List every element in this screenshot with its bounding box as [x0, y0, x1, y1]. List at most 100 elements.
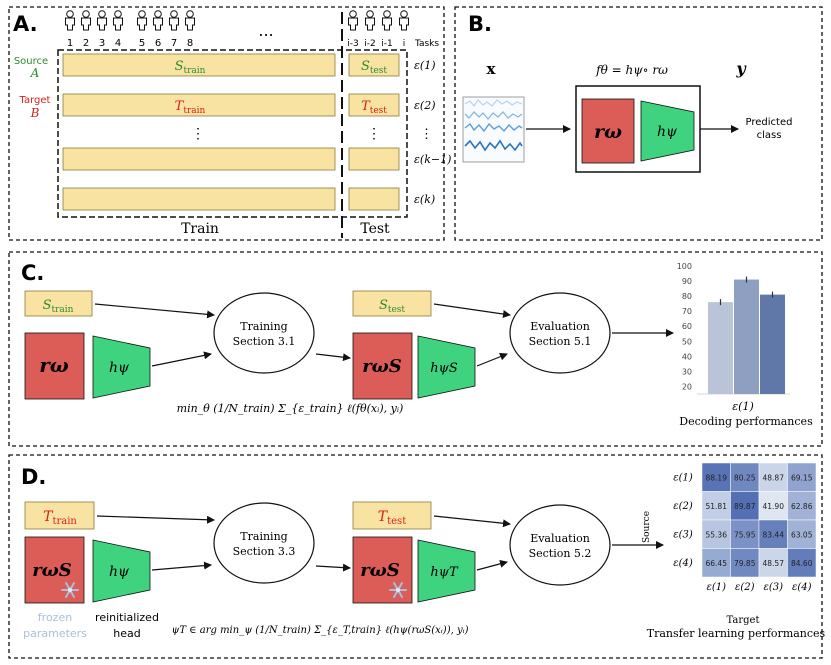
head-label: hψS — [430, 361, 458, 376]
heatmap-value: 89.87 — [734, 502, 756, 511]
heatmap-value: 48.57 — [763, 559, 785, 568]
arrow — [476, 559, 508, 571]
s-train-box — [24, 290, 93, 317]
test-bar-1 — [348, 53, 400, 77]
heatmap-row-label: ε(3) — [673, 529, 693, 540]
person-icon — [137, 10, 147, 31]
arrow — [476, 352, 508, 367]
s-train-label: Strain — [175, 59, 206, 76]
heatmap-row-label: ε(2) — [673, 501, 693, 512]
train-bar-k-1 — [62, 147, 336, 171]
source-letter: A — [30, 66, 40, 80]
y-tick-label: 20 — [682, 382, 692, 391]
encoder-label: rωS — [362, 356, 402, 377]
head-block — [92, 539, 151, 603]
train-bar-1 — [62, 53, 336, 77]
heatmap-cell — [701, 462, 731, 492]
heatmap-col-label: ε(4) — [792, 582, 812, 593]
person-icon — [169, 10, 179, 31]
transfer-objective: ψT ∈ arg min_ψ (1/N_train) Σ_{ε_T,train}… — [171, 625, 468, 636]
person-icon — [185, 10, 195, 31]
head-label: hψ — [109, 564, 130, 580]
row-label: ε(k−1) — [414, 153, 451, 166]
panel-a-label: A. — [13, 12, 38, 36]
heatmap-value: 75.95 — [734, 530, 756, 539]
train-caption: Train — [181, 221, 219, 237]
heatmap-col-label: ε(3) — [763, 582, 783, 593]
heatmap-value: 79.85 — [734, 559, 756, 568]
person-icon — [65, 10, 75, 31]
head-block — [417, 335, 476, 399]
heatmap-value: 51.81 — [706, 502, 728, 511]
head-label: hψT — [430, 565, 459, 580]
subject-number: i — [403, 39, 406, 49]
subject-number: i-3 — [347, 39, 358, 49]
person-icon — [382, 10, 392, 31]
panel-d-frame — [8, 454, 823, 659]
heatmap-cell — [758, 548, 788, 578]
y-tick-label: 40 — [682, 352, 692, 361]
person-icon — [153, 10, 163, 31]
evaluation-node — [509, 504, 611, 586]
person-icon — [81, 10, 91, 31]
t-test-label: Ttest — [361, 99, 387, 116]
s-test-label: Stest — [361, 59, 387, 76]
arrow — [151, 351, 212, 367]
encoder-block — [24, 332, 85, 400]
arrow — [433, 515, 511, 528]
subject-number: 6 — [155, 38, 161, 49]
heatmap-cell — [730, 462, 760, 492]
subject-number: 5 — [139, 38, 145, 49]
heatmap-col-label: ε(1) — [706, 582, 726, 593]
heatmap-value: 48.87 — [763, 473, 785, 482]
heatmap-value: 84.60 — [791, 559, 813, 568]
dataset-box — [57, 49, 408, 218]
heatmap-value: 62.86 — [791, 502, 813, 511]
panel-b-label: B. — [468, 12, 492, 36]
signal-icon — [462, 96, 525, 163]
heatmap-value: 55.36 — [706, 530, 728, 539]
head-label: hψ — [657, 124, 678, 140]
heatmap-y-label: Source — [642, 511, 652, 543]
subject-number: i-2 — [364, 39, 375, 49]
subject-icons — [65, 10, 409, 31]
y-tick-label: 70 — [682, 307, 692, 316]
subject-number: 8 — [187, 38, 193, 49]
subject-number: 1 — [67, 38, 73, 49]
subject-number: i-1 — [381, 39, 392, 49]
heatmap-row-label: ε(1) — [673, 472, 693, 483]
arrow — [315, 563, 351, 572]
train-bar-2 — [62, 93, 336, 117]
row-label: ⋮ — [420, 127, 433, 142]
bar — [760, 294, 785, 394]
tasks-label: Tasks — [414, 39, 439, 49]
person-icon — [113, 10, 123, 31]
s-test-box — [352, 290, 432, 317]
encoder-label: rω — [39, 353, 69, 377]
person-icon — [97, 10, 107, 31]
y-tick-label: 100 — [677, 262, 692, 271]
y-tick-label: 80 — [682, 292, 692, 301]
heatmap-value: 88.19 — [706, 473, 728, 482]
row-label: ε(k) — [414, 193, 435, 206]
train-bar-k — [62, 187, 336, 211]
heatmap-cell — [787, 519, 817, 549]
heatmap-cell — [730, 548, 760, 578]
heatmap-value: 83.44 — [763, 530, 785, 539]
subject-number: 4 — [115, 38, 121, 49]
arrow — [151, 561, 212, 571]
y-tick-label: 50 — [682, 337, 692, 346]
heatmap-col-label: ε(2) — [735, 582, 755, 593]
output-y-label: y — [735, 59, 747, 78]
training-node — [213, 292, 315, 374]
row-label: ε(1) — [414, 59, 435, 72]
head-block — [640, 100, 695, 162]
